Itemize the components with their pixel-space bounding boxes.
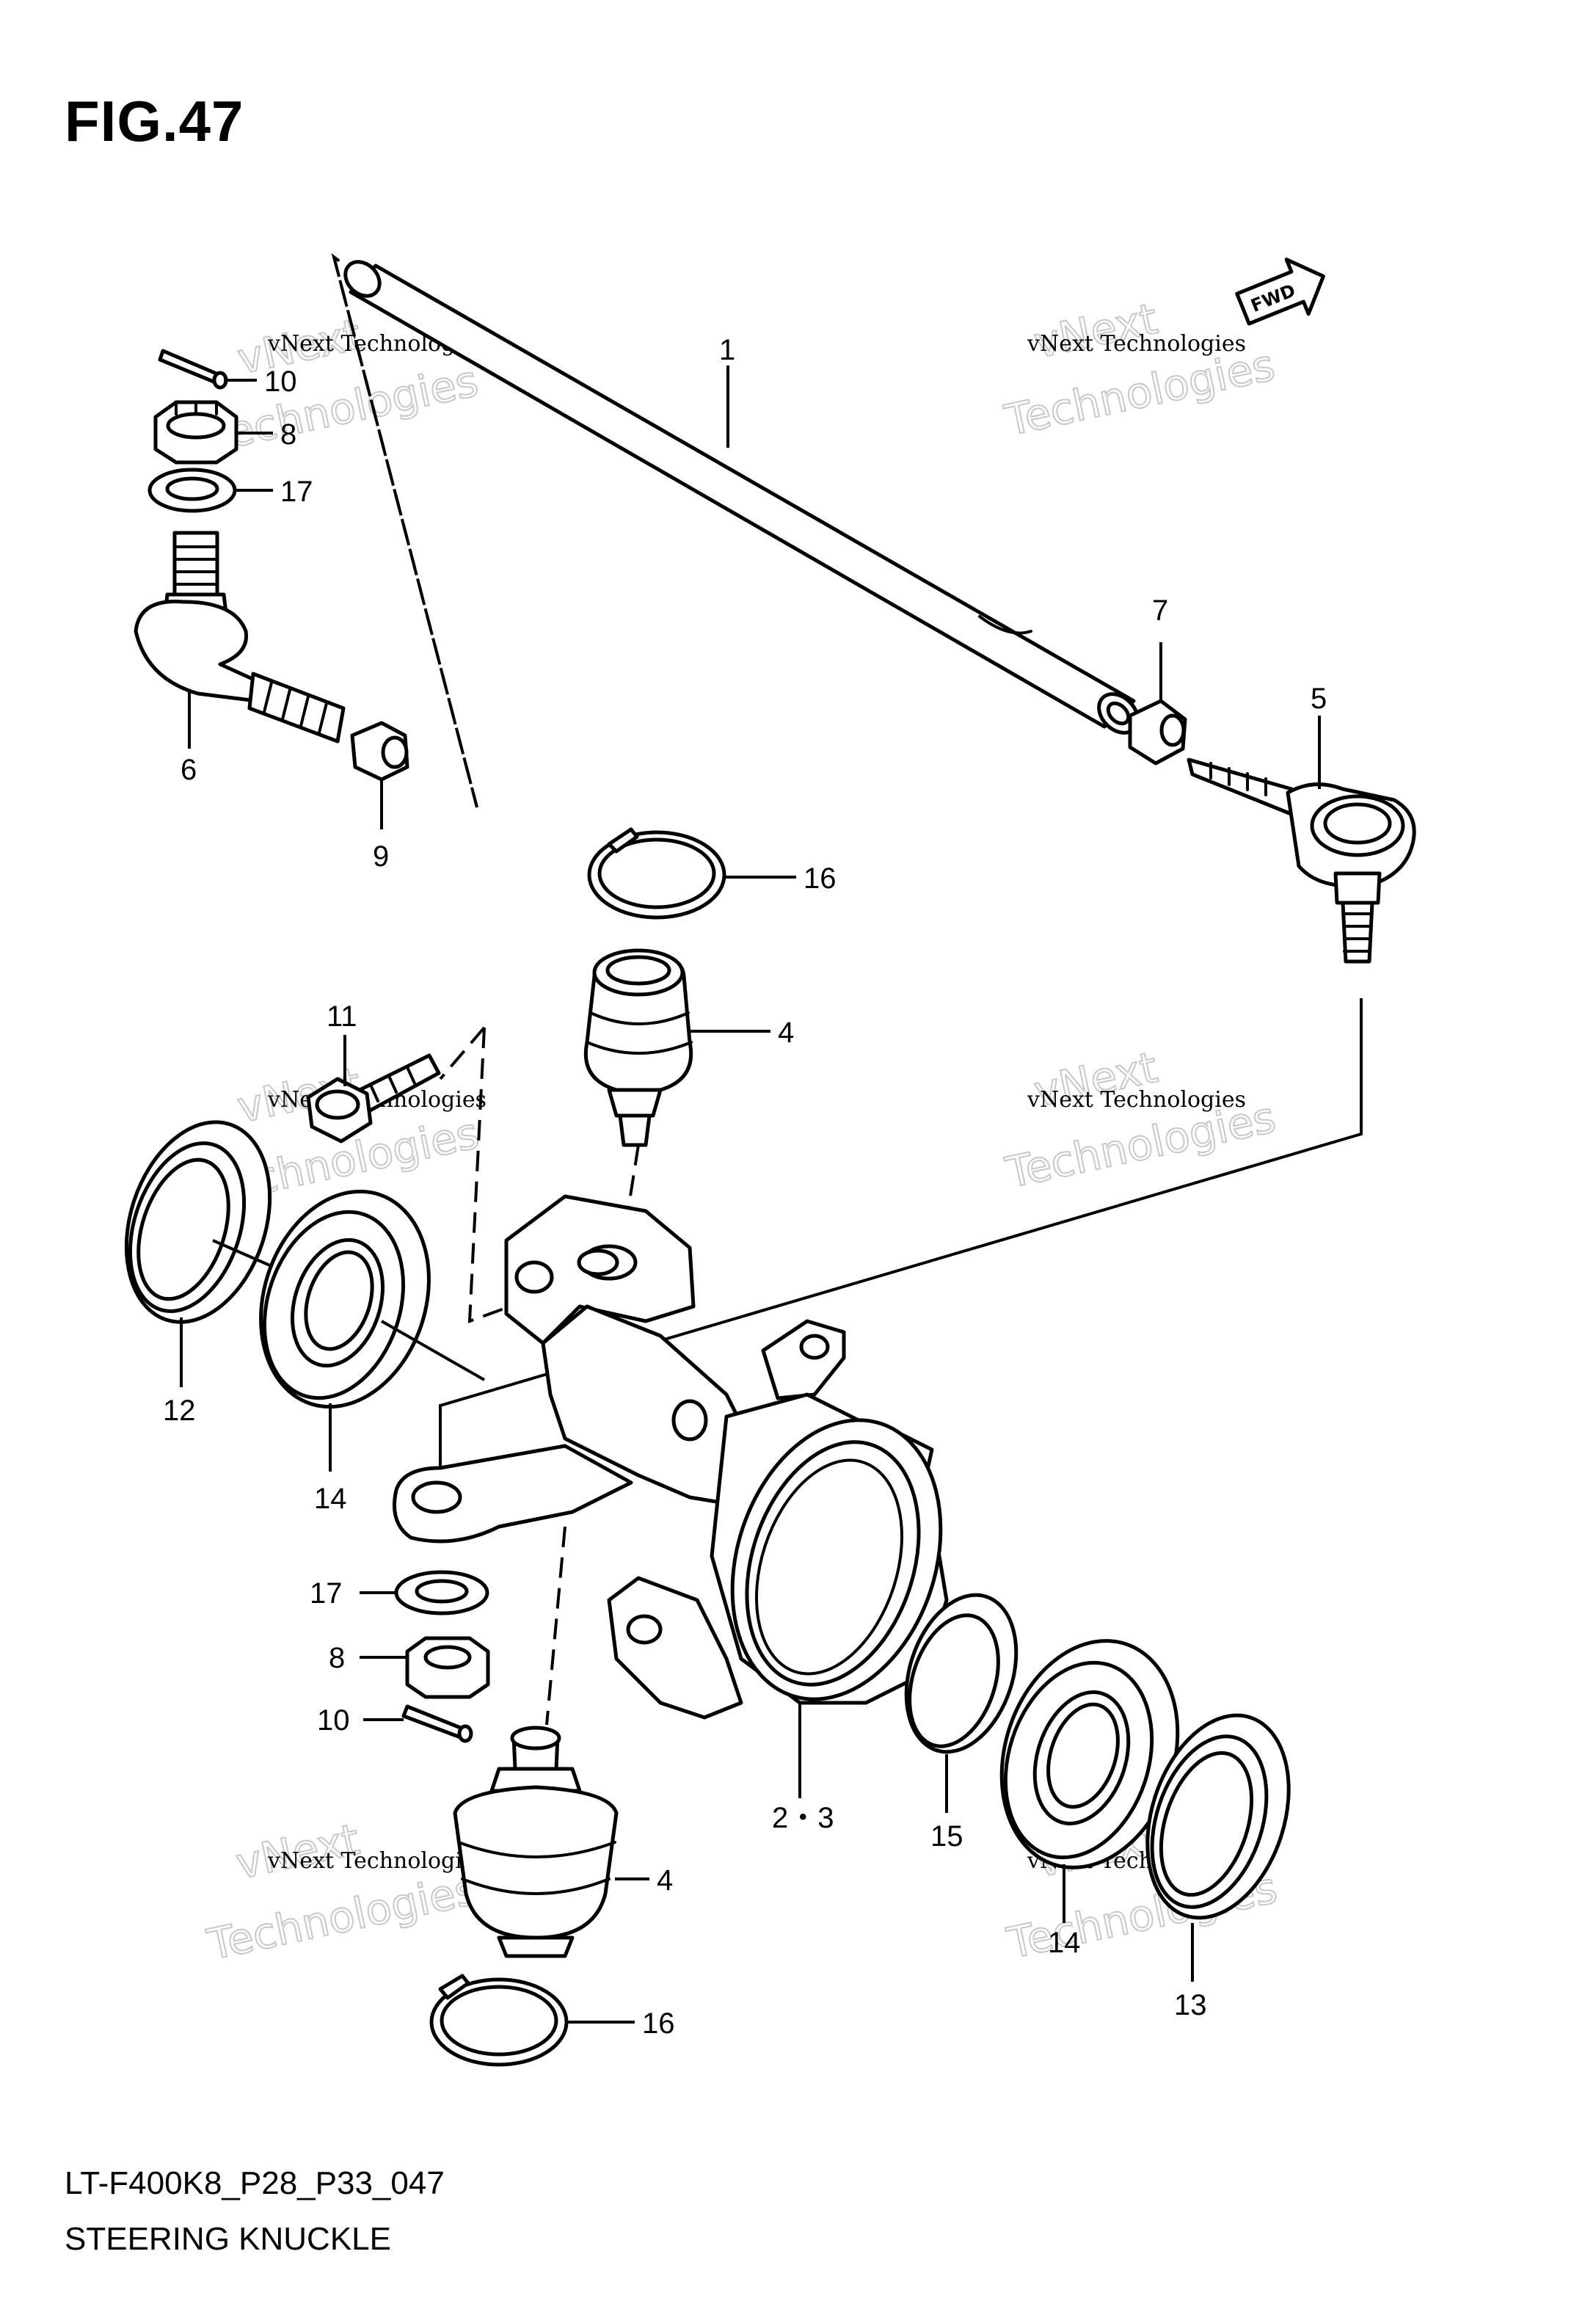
callout-12: 12 (163, 1395, 196, 1427)
ball-joint-top (583, 948, 693, 1147)
tie-rod-end-left (134, 531, 346, 744)
nut-7 (1128, 699, 1187, 766)
callout-5: 5 (1311, 683, 1327, 715)
tie-rod-end-right (1187, 757, 1416, 964)
guide-line-bolt-2 (439, 1026, 486, 1080)
leader-lines (180, 366, 1321, 2024)
watermark-text-4: vNext Technologies (1027, 1087, 1246, 1113)
watermark-text-5: vNext Technologies (267, 1848, 487, 1874)
cotter-pin-bottom (401, 1704, 473, 1743)
axis-line-1 (212, 1239, 272, 1268)
callout-2-3: 2・3 (772, 1802, 834, 1834)
watermark-bottom-left: vNext Technologies (203, 1814, 483, 1971)
castle-nut-top (153, 400, 238, 465)
tie-rod (343, 260, 1140, 735)
callout-16-bottom: 16 (642, 2007, 675, 2040)
oil-seal-right (1145, 1713, 1291, 1920)
callout-9: 9 (373, 840, 389, 873)
nut-9 (350, 721, 409, 782)
callout-1: 1 (719, 334, 735, 366)
diagram-code: LT-F400K8_P28_P33_047 (65, 2165, 445, 2201)
diagram-title: STEERING KNUCKLE (65, 2221, 391, 2257)
callout-14-right: 14 (1048, 1927, 1081, 1959)
figure-title: FIG.47 (65, 89, 244, 153)
ball-joint-bottom (453, 1726, 619, 1958)
callout-4-top: 4 (778, 1017, 794, 1049)
callout-15: 15 (930, 1820, 963, 1853)
assembly-outline-top-line (332, 256, 478, 808)
callout-labels: 1 10 8 17 6 9 7 5 16 4 11 12 14 17 8 10 … (163, 334, 1327, 2040)
callout-10-bottom: 10 (317, 1704, 350, 1737)
callout-7: 7 (1152, 595, 1168, 627)
cotter-pin-top (158, 349, 228, 390)
guide-line-balljoint-bottom (545, 1526, 566, 1726)
steering-knuckle (393, 1194, 949, 1720)
fwd-arrow-icon: FWD (1235, 258, 1325, 326)
callout-8-top: 8 (280, 418, 296, 451)
callout-10-top: 10 (264, 366, 297, 398)
callout-6: 6 (181, 754, 197, 786)
callout-17-top: 17 (280, 476, 313, 508)
watermark-top-right: vNext Technologies (999, 293, 1280, 446)
guide-line-tie-rod-end (439, 998, 1363, 1490)
spacer-15 (904, 1593, 1019, 1754)
watermark-text-2: vNext Technologies (1027, 331, 1246, 357)
circlip-bottom (429, 1974, 569, 2067)
bearing-right (999, 1639, 1180, 1869)
circlip-top (587, 827, 726, 920)
oil-seal-left (124, 1120, 272, 1324)
washer-top (147, 468, 237, 513)
callout-13: 13 (1174, 1989, 1207, 2021)
callout-16-top: 16 (804, 862, 837, 895)
bearing-left (259, 1189, 431, 1409)
callout-14-left: 14 (314, 1483, 347, 1515)
callout-17-bottom: 17 (310, 1577, 343, 1610)
callout-4-bottom: 4 (657, 1864, 673, 1897)
axis-line-2 (381, 1320, 485, 1381)
callout-11: 11 (327, 1000, 357, 1033)
callout-8-bottom: 8 (329, 1642, 345, 1674)
washer-bottom (394, 1570, 489, 1615)
bolt-11 (306, 1053, 441, 1144)
castle-nut-bottom (405, 1636, 490, 1699)
